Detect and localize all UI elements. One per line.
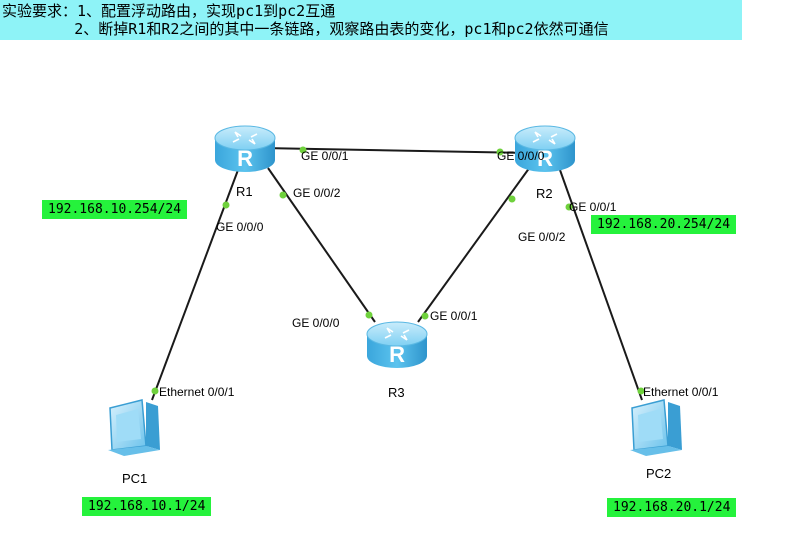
requirement-line-1: 实验要求：1、配置浮动路由，实现pc1到pc2互通	[2, 2, 336, 20]
router-glyph: R	[537, 146, 553, 171]
interface-label-r2-ge002: GE 0/0/2	[518, 230, 566, 244]
port-dot	[151, 387, 159, 395]
device-name-pc2: PC2	[646, 466, 672, 481]
device-name-r2: R2	[536, 186, 553, 201]
link-r2-r3	[417, 166, 531, 323]
pc1-icon[interactable]	[108, 399, 160, 456]
router-glyph: R	[237, 146, 253, 171]
link-r2-pc2	[559, 169, 643, 401]
device-name-r3: R3	[388, 385, 405, 400]
interface-label-r3-ge000: GE 0/0/0	[292, 316, 340, 330]
port-dot	[496, 148, 504, 156]
ip-label-r2-gateway: 192.168.20.254/24	[591, 215, 737, 234]
interface-label-pc2-eth: Ethernet 0/0/1	[643, 385, 719, 399]
router-r2-icon[interactable]: R	[514, 125, 576, 172]
link-r1-pc1	[151, 169, 239, 401]
router-glyph: R	[389, 342, 405, 367]
port-dot	[279, 191, 287, 199]
interface-label-r1-ge000: GE 0/0/0	[216, 220, 264, 234]
port-dot	[222, 201, 230, 209]
port-dot	[421, 312, 429, 320]
router-r3-icon[interactable]: R	[366, 321, 428, 368]
interface-label-r2-ge001: GE 0/0/1	[569, 200, 617, 214]
port-dot	[565, 203, 573, 211]
interface-label-pc1-eth: Ethernet 0/0/1	[159, 385, 235, 399]
pc2-icon[interactable]	[630, 399, 682, 456]
interface-label-r1-ge001: GE 0/0/1	[301, 149, 349, 163]
requirement-line-2: 2、断掉R1和R2之间的其中一条链路，观察路由表的变化，pc1和pc2依然可通信	[2, 20, 609, 38]
device-name-pc1: PC1	[122, 471, 148, 486]
ip-label-r1-gateway: 192.168.10.254/24	[42, 200, 188, 219]
port-dot	[299, 146, 307, 154]
link-r1-r2	[261, 147, 529, 154]
ip-label-pc1: 192.168.10.1/24	[82, 497, 212, 516]
interface-label-r2-ge000: GE 0/0/0	[497, 149, 545, 163]
requirements-banner: 实验要求：1、配置浮动路由，实现pc1到pc2互通 2、断掉R1和R2之间的其中…	[0, 0, 742, 40]
port-dot	[508, 195, 516, 203]
device-name-r1: R1	[236, 184, 253, 199]
port-dot	[365, 311, 373, 319]
ip-label-pc2: 192.168.20.1/24	[607, 498, 737, 517]
router-r1-icon[interactable]: R	[214, 125, 276, 172]
port-dot	[637, 387, 645, 395]
interface-label-r3-ge001: GE 0/0/1	[430, 309, 478, 323]
interface-label-r1-ge002: GE 0/0/2	[293, 186, 341, 200]
